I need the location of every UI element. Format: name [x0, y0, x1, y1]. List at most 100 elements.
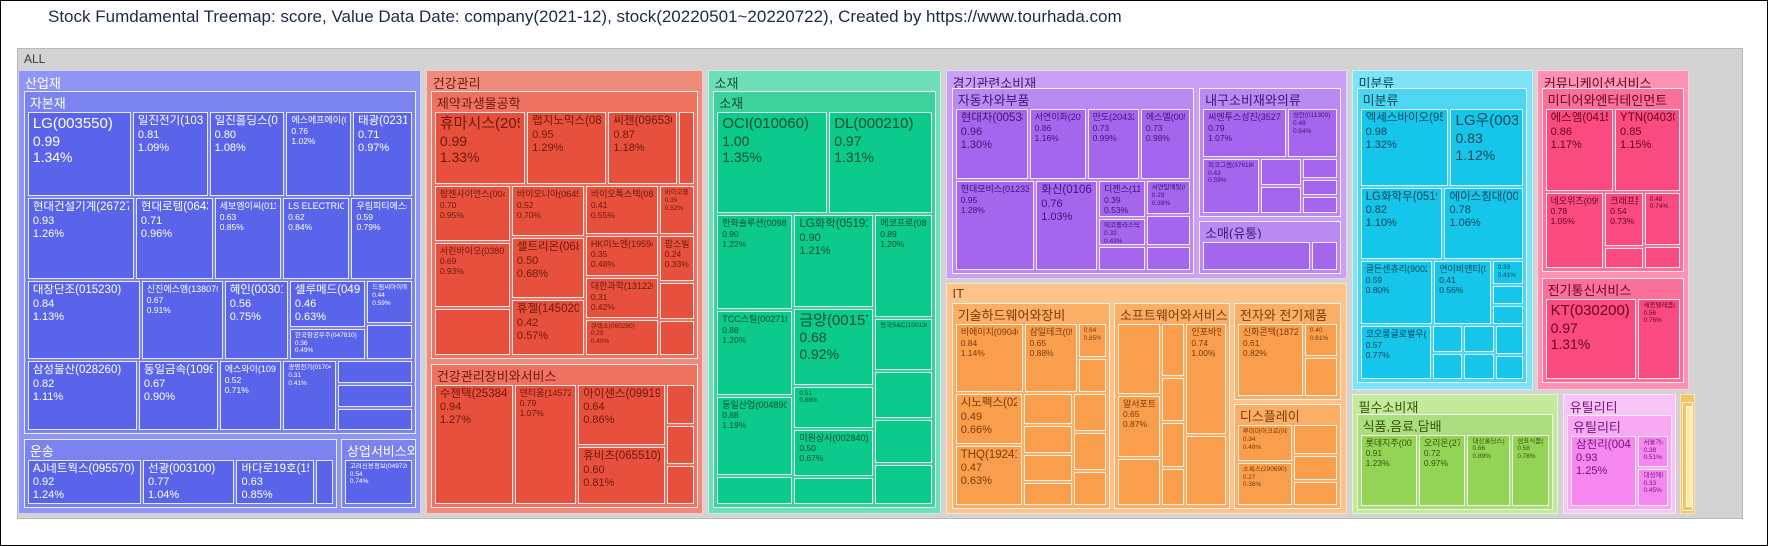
treemap-cell[interactable]: 네오위즈(095660)0.781.05% — [1545, 192, 1604, 268]
treemap-cell[interactable] — [338, 361, 412, 384]
treemap-cell[interactable] — [1203, 242, 1311, 271]
treemap-cell[interactable]: 바다로19호(155900)0.630.85% — [236, 459, 315, 504]
treemap-cell[interactable]: 혜인(003010)0.560.75% — [224, 281, 288, 360]
industry-group-label[interactable]: 제약과생물공학 — [436, 95, 521, 109]
industry-group-label[interactable]: 운송 — [29, 443, 54, 457]
treemap-cell[interactable]: 엑세스바이오(950130)0.981.32% — [1360, 109, 1449, 186]
treemap-cell[interactable] — [1293, 456, 1337, 480]
treemap-cell[interactable] — [659, 282, 695, 320]
treemap-cell[interactable] — [1293, 481, 1337, 506]
treemap-cell[interactable]: 시노펙스(025320)0.490.66% — [955, 394, 1022, 444]
industry-group-label[interactable]: 유틸리티 — [1573, 419, 1621, 433]
treemap-cell[interactable] — [1303, 179, 1337, 196]
treemap-cell[interactable] — [1146, 247, 1190, 271]
treemap-cell[interactable]: 일진전기(103590)0.811.09% — [132, 111, 208, 197]
treemap-cell[interactable]: YTN(040300)0.851.15% — [1615, 109, 1680, 191]
treemap-cell[interactable] — [1496, 355, 1524, 380]
treemap-cell[interactable] — [1432, 353, 1463, 380]
treemap-cell[interactable]: 에스엘(005850)0.730.98% — [1140, 109, 1190, 180]
treemap-cell[interactable]: 대성에너지(117580)0.330.45% — [1638, 468, 1669, 506]
treemap-cell[interactable]: 에스엠(041510)0.861.17% — [1545, 109, 1614, 191]
treemap-cell[interactable] — [1161, 324, 1185, 376]
treemap-cell[interactable]: 연이비앤티(090740)0.410.56% — [1434, 261, 1491, 325]
treemap-cell[interactable]: 광명전기(017040)0.310.41% — [283, 361, 337, 430]
treemap-cell[interactable]: 현대로템(064350)0.710.96% — [135, 198, 213, 280]
treemap-cell[interactable]: 서연탑메탈(019770)0.290.39% — [1146, 181, 1190, 214]
treemap-cell[interactable] — [875, 465, 932, 504]
treemap-cell[interactable] — [1464, 326, 1495, 352]
treemap-cell[interactable]: 셀트리온(068270)0.500.68% — [511, 238, 584, 299]
treemap-cell[interactable]: 덴티움(145720)0.791.07% — [514, 384, 577, 504]
treemap-cell[interactable]: 오리온(271560)0.720.97% — [1418, 434, 1466, 506]
treemap-cell[interactable]: 신화콘텍(187270)0.610.82% — [1237, 324, 1303, 396]
treemap-cell[interactable] — [659, 321, 695, 355]
treemap-cell[interactable] — [1117, 324, 1160, 394]
treemap-cell[interactable] — [1496, 326, 1524, 354]
treemap-cell[interactable]: 대상홀딩스(084690)0.660.89% — [1467, 434, 1511, 506]
treemap-cell[interactable] — [1261, 187, 1302, 213]
treemap-cell[interactable]: 디젠스(113810)0.390.53% — [1099, 181, 1145, 218]
industry-group-label[interactable]: 건강관리장비와서비스 — [436, 368, 557, 382]
treemap-cell[interactable]: 만도(204320)0.730.99% — [1087, 109, 1139, 180]
treemap-cell[interactable] — [1312, 242, 1337, 271]
sector-label[interactable]: 커뮤니케이션서비스 — [1543, 75, 1652, 90]
sector-label[interactable]: IT — [952, 285, 965, 301]
treemap-cell[interactable] — [1117, 459, 1160, 506]
treemap-cell[interactable]: 서울가스(017390)0.380.51% — [1638, 435, 1669, 467]
treemap-cell[interactable]: 서린바이오(038070)0.690.93% — [434, 242, 510, 308]
treemap-cell[interactable]: 에코프로(086520)0.891.20% — [875, 215, 932, 317]
sector-label[interactable]: 경기관련소비재 — [952, 75, 1037, 90]
treemap-cell[interactable]: 세보엠이씨(011560)0.630.85% — [214, 198, 282, 280]
treemap-cell[interactable] — [794, 477, 874, 504]
treemap-cell[interactable]: THQ(192410)0.470.63% — [955, 445, 1022, 506]
treemap-cell[interactable] — [875, 419, 932, 464]
treemap-cell[interactable] — [1161, 468, 1185, 506]
treemap-cell[interactable] — [666, 425, 695, 464]
industry-group-label[interactable]: 소프트웨어와서비스 — [1119, 308, 1228, 322]
treemap-cell[interactable]: 비에이치(090460)0.841.14% — [955, 324, 1023, 393]
treemap-cell[interactable]: 우림피티에스(101170)0.590.79% — [351, 198, 412, 280]
treemap-cell[interactable] — [666, 465, 695, 504]
treemap-cell[interactable]: 세종텔레콤(036630)0.560.76% — [1638, 299, 1680, 380]
treemap-cell[interactable] — [338, 408, 412, 430]
treemap-cell[interactable] — [1293, 425, 1337, 455]
treemap-cell[interactable]: LS ELECTRIC(010120)0.620.84% — [283, 198, 350, 280]
industry-group-label[interactable]: 전자와 전기제품 — [1239, 308, 1328, 322]
treemap-cell[interactable] — [1303, 197, 1337, 213]
treemap-cell[interactable]: 샘표식품(248170)0.580.78% — [1512, 434, 1550, 506]
industry-group-label[interactable]: 자본재 — [29, 95, 66, 109]
treemap-cell[interactable]: 태광(023160)0.710.97% — [353, 111, 412, 197]
treemap-cell[interactable] — [1023, 426, 1073, 453]
treemap-cell[interactable] — [1023, 394, 1073, 425]
treemap-cell[interactable] — [1492, 306, 1524, 325]
industry-group-label[interactable]: 디스플레이 — [1239, 409, 1300, 423]
treemap-cell[interactable] — [1685, 405, 1692, 507]
industry-group-label[interactable]: 소재 — [719, 95, 744, 109]
treemap-cell[interactable] — [1432, 326, 1463, 352]
treemap-cell[interactable] — [434, 309, 510, 355]
treemap-cell[interactable] — [1261, 159, 1302, 185]
treemap-cell[interactable]: 바이오니아(064550)0.520.70% — [511, 186, 584, 237]
breadcrumb-all[interactable]: ALL — [24, 52, 46, 66]
treemap-cell[interactable] — [1078, 359, 1106, 393]
treemap-cell[interactable]: 에코플라스틱(038110)0.320.43% — [1099, 219, 1145, 246]
treemap-cell[interactable]: 아이센스(099190)0.640.86% — [578, 384, 665, 446]
treemap-cell[interactable] — [1074, 394, 1106, 432]
sector-label[interactable]: 유틸리티 — [1569, 399, 1618, 414]
treemap-cell[interactable]: 골든센츄리(900280)0.590.80% — [1360, 261, 1433, 325]
treemap-cell[interactable]: 알서포트(131370)0.650.87% — [1117, 395, 1160, 458]
treemap-cell[interactable]: 휴마시스(205470)0.991.33% — [434, 111, 526, 185]
treemap-cell[interactable] — [316, 459, 333, 504]
treemap-cell[interactable]: 에스에프에이(056190)0.761.02% — [286, 111, 352, 197]
